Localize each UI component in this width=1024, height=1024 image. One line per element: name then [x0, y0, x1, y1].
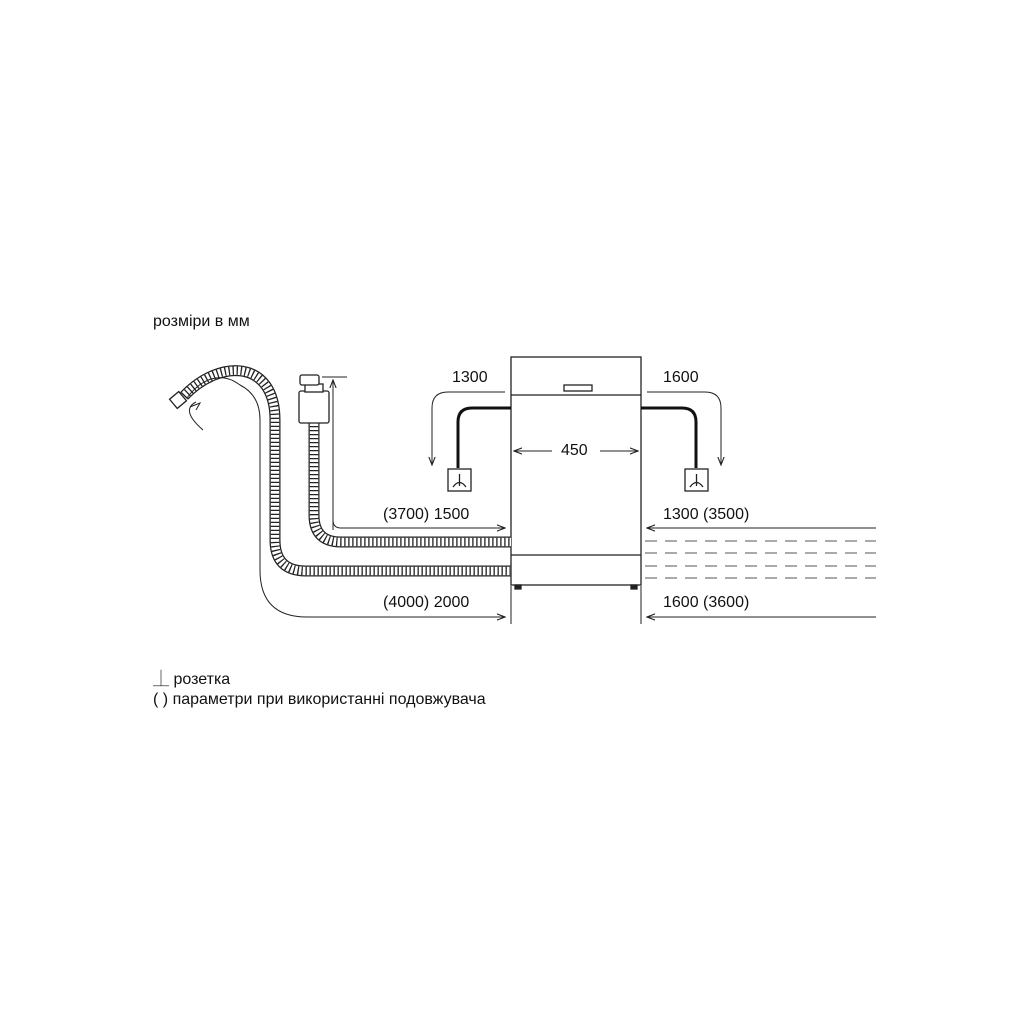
right-socket-icon [684, 468, 709, 492]
inlet-hose-length-arrow [186, 377, 505, 617]
right-socket-height-label: 1600 [663, 369, 699, 386]
drain-hose [308, 422, 511, 548]
water-inlet-hose [180, 365, 511, 577]
extension-symbol: ( ) [153, 691, 169, 708]
siphon-connector [298, 374, 330, 424]
left-power-cable [456, 406, 511, 468]
legend-extension-text: параметри при використанні подовжувача [172, 691, 486, 708]
units-label: розміри в мм [153, 313, 250, 330]
legend-extension-row: ( ) параметри при використанні подовжува… [153, 691, 486, 709]
extension-cable-lines [645, 540, 876, 579]
drain-hose-length-label: (3700) 1500 [383, 506, 470, 523]
legend-socket-text: розетка [173, 671, 231, 688]
dishwasher-outline [510, 356, 642, 590]
right-cable-lower-label: 1600 (3600) [663, 594, 750, 611]
reference-lines [510, 528, 876, 624]
left-socket-height-label: 1300 [452, 369, 488, 386]
legend-socket-row: ⏊ розетка [153, 671, 230, 689]
socket-symbol-icon: ⏊ [153, 671, 170, 688]
left-socket-icon [447, 468, 472, 492]
hose-connector-nut [168, 390, 188, 410]
appliance-width-label: 450 [561, 442, 588, 459]
right-power-cable [641, 406, 698, 468]
siphon-height-arrow [322, 376, 505, 530]
right-cable-upper-label: 1300 (3500) [663, 506, 750, 523]
inlet-hose-length-label: (4000) 2000 [383, 594, 470, 611]
left-socket-height-arrow [432, 391, 505, 465]
right-socket-height-arrow [647, 391, 721, 465]
